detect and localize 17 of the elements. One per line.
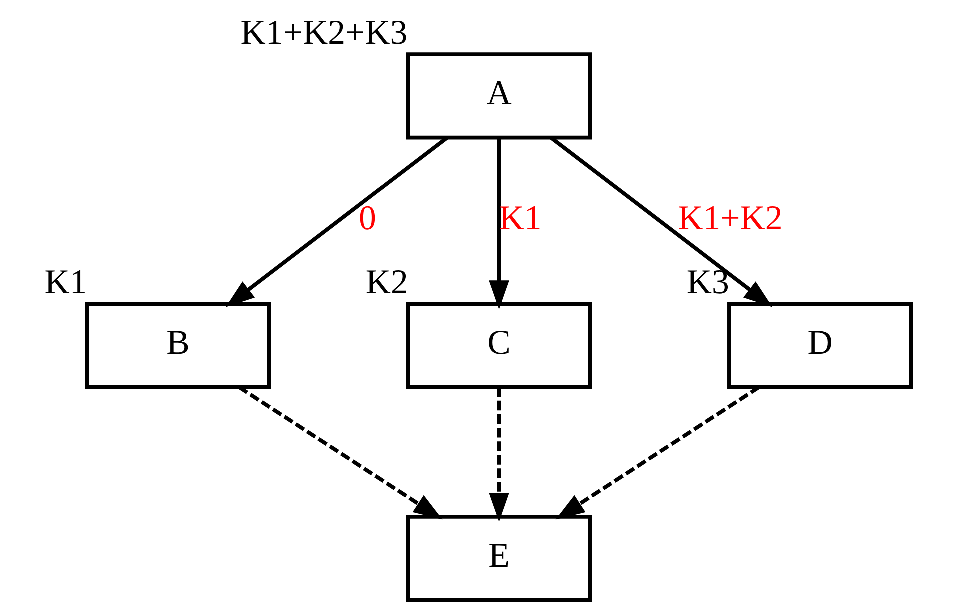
arrow [488,387,509,522]
node-box: C [406,302,592,390]
node-label: K1 [44,262,87,302]
arrow [550,136,772,308]
node-label: K2 [365,262,408,302]
node-label: K1+K2+K3 [240,12,408,52]
node-box: D [727,302,913,390]
arrow [555,386,760,520]
node-box: B [84,302,271,390]
edge-label: 0 [358,198,376,238]
arrow [225,136,448,308]
arrow [238,386,442,520]
node-label: K3 [686,262,729,302]
node-box: E [406,514,592,602]
arrow [488,138,509,310]
node-box: A [406,52,592,140]
edge-label: K1+K2 [678,198,782,238]
